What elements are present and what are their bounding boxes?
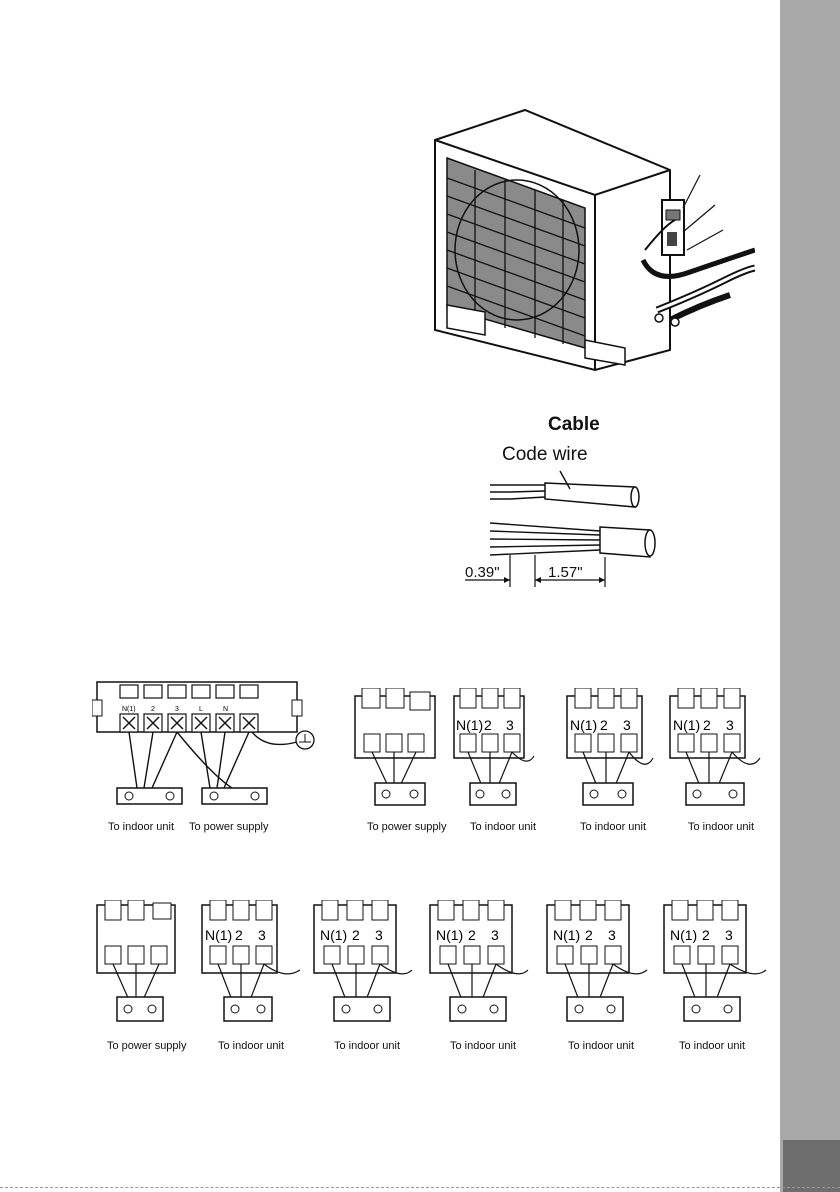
caption-to-indoor-unit: To indoor unit [568,1040,634,1052]
svg-text:2: 2 [585,927,593,943]
caption-to-indoor-unit: To indoor unit [688,821,754,833]
terminal-label-n1: N(1) [456,717,483,733]
page-bottom-edge [0,1187,840,1188]
caption-to-indoor-unit: To indoor unit [580,821,646,833]
outdoor-unit-illustration [425,100,755,375]
svg-text:3: 3 [375,927,383,943]
power-supply-terminal-block [95,900,185,1035]
svg-text:3: 3 [175,706,179,713]
code-wire-label: Code wire [502,444,588,466]
svg-text:N(1): N(1) [320,927,347,943]
svg-text:N(1): N(1) [673,717,700,733]
svg-text:2: 2 [702,927,710,943]
caption-to-indoor-unit: To indoor unit [679,1040,745,1052]
strip-length-dimension: 0.39" [465,564,500,581]
svg-text:3: 3 [608,927,616,943]
caption-to-indoor-unit: To indoor unit [450,1040,516,1052]
caption-to-power-supply: To power supply [367,821,447,833]
wide-terminal-block: N(1) 2 3 L N [92,680,327,820]
svg-text:3: 3 [491,927,499,943]
svg-text:3: 3 [506,717,514,733]
svg-text:N(1): N(1) [670,927,697,943]
caption-to-indoor-unit: To indoor unit [218,1040,284,1052]
svg-text:3: 3 [725,927,733,943]
cable-length-dimension: 1.57" [548,564,583,581]
caption-to-indoor-unit: To indoor unit [108,821,174,833]
page-tab-marker [783,1140,840,1192]
caption-to-indoor-unit: To indoor unit [334,1040,400,1052]
svg-text:N: N [223,706,228,713]
svg-text:3: 3 [726,717,734,733]
caption-to-power-supply: To power supply [107,1040,187,1052]
caption-to-power-supply: To power supply [189,821,269,833]
svg-text:N(1): N(1) [436,927,463,943]
svg-text:N(1): N(1) [553,927,580,943]
svg-text:N(1): N(1) [205,927,232,943]
svg-text:2: 2 [600,717,608,733]
svg-text:3: 3 [258,927,266,943]
svg-text:2: 2 [468,927,476,943]
svg-text:2: 2 [235,927,243,943]
power-supply-terminal-block [350,688,445,818]
svg-text:2: 2 [703,717,711,733]
svg-text:N(1): N(1) [122,706,136,713]
svg-text:N(1): N(1) [570,717,597,733]
svg-text:L: L [199,706,203,713]
page-side-tab [780,0,840,1192]
svg-text:2: 2 [151,706,155,713]
svg-text:2: 2 [484,717,492,733]
cable-title: Cable [548,414,600,436]
svg-text:2: 2 [352,927,360,943]
caption-to-indoor-unit: To indoor unit [470,821,536,833]
svg-text:3: 3 [623,717,631,733]
